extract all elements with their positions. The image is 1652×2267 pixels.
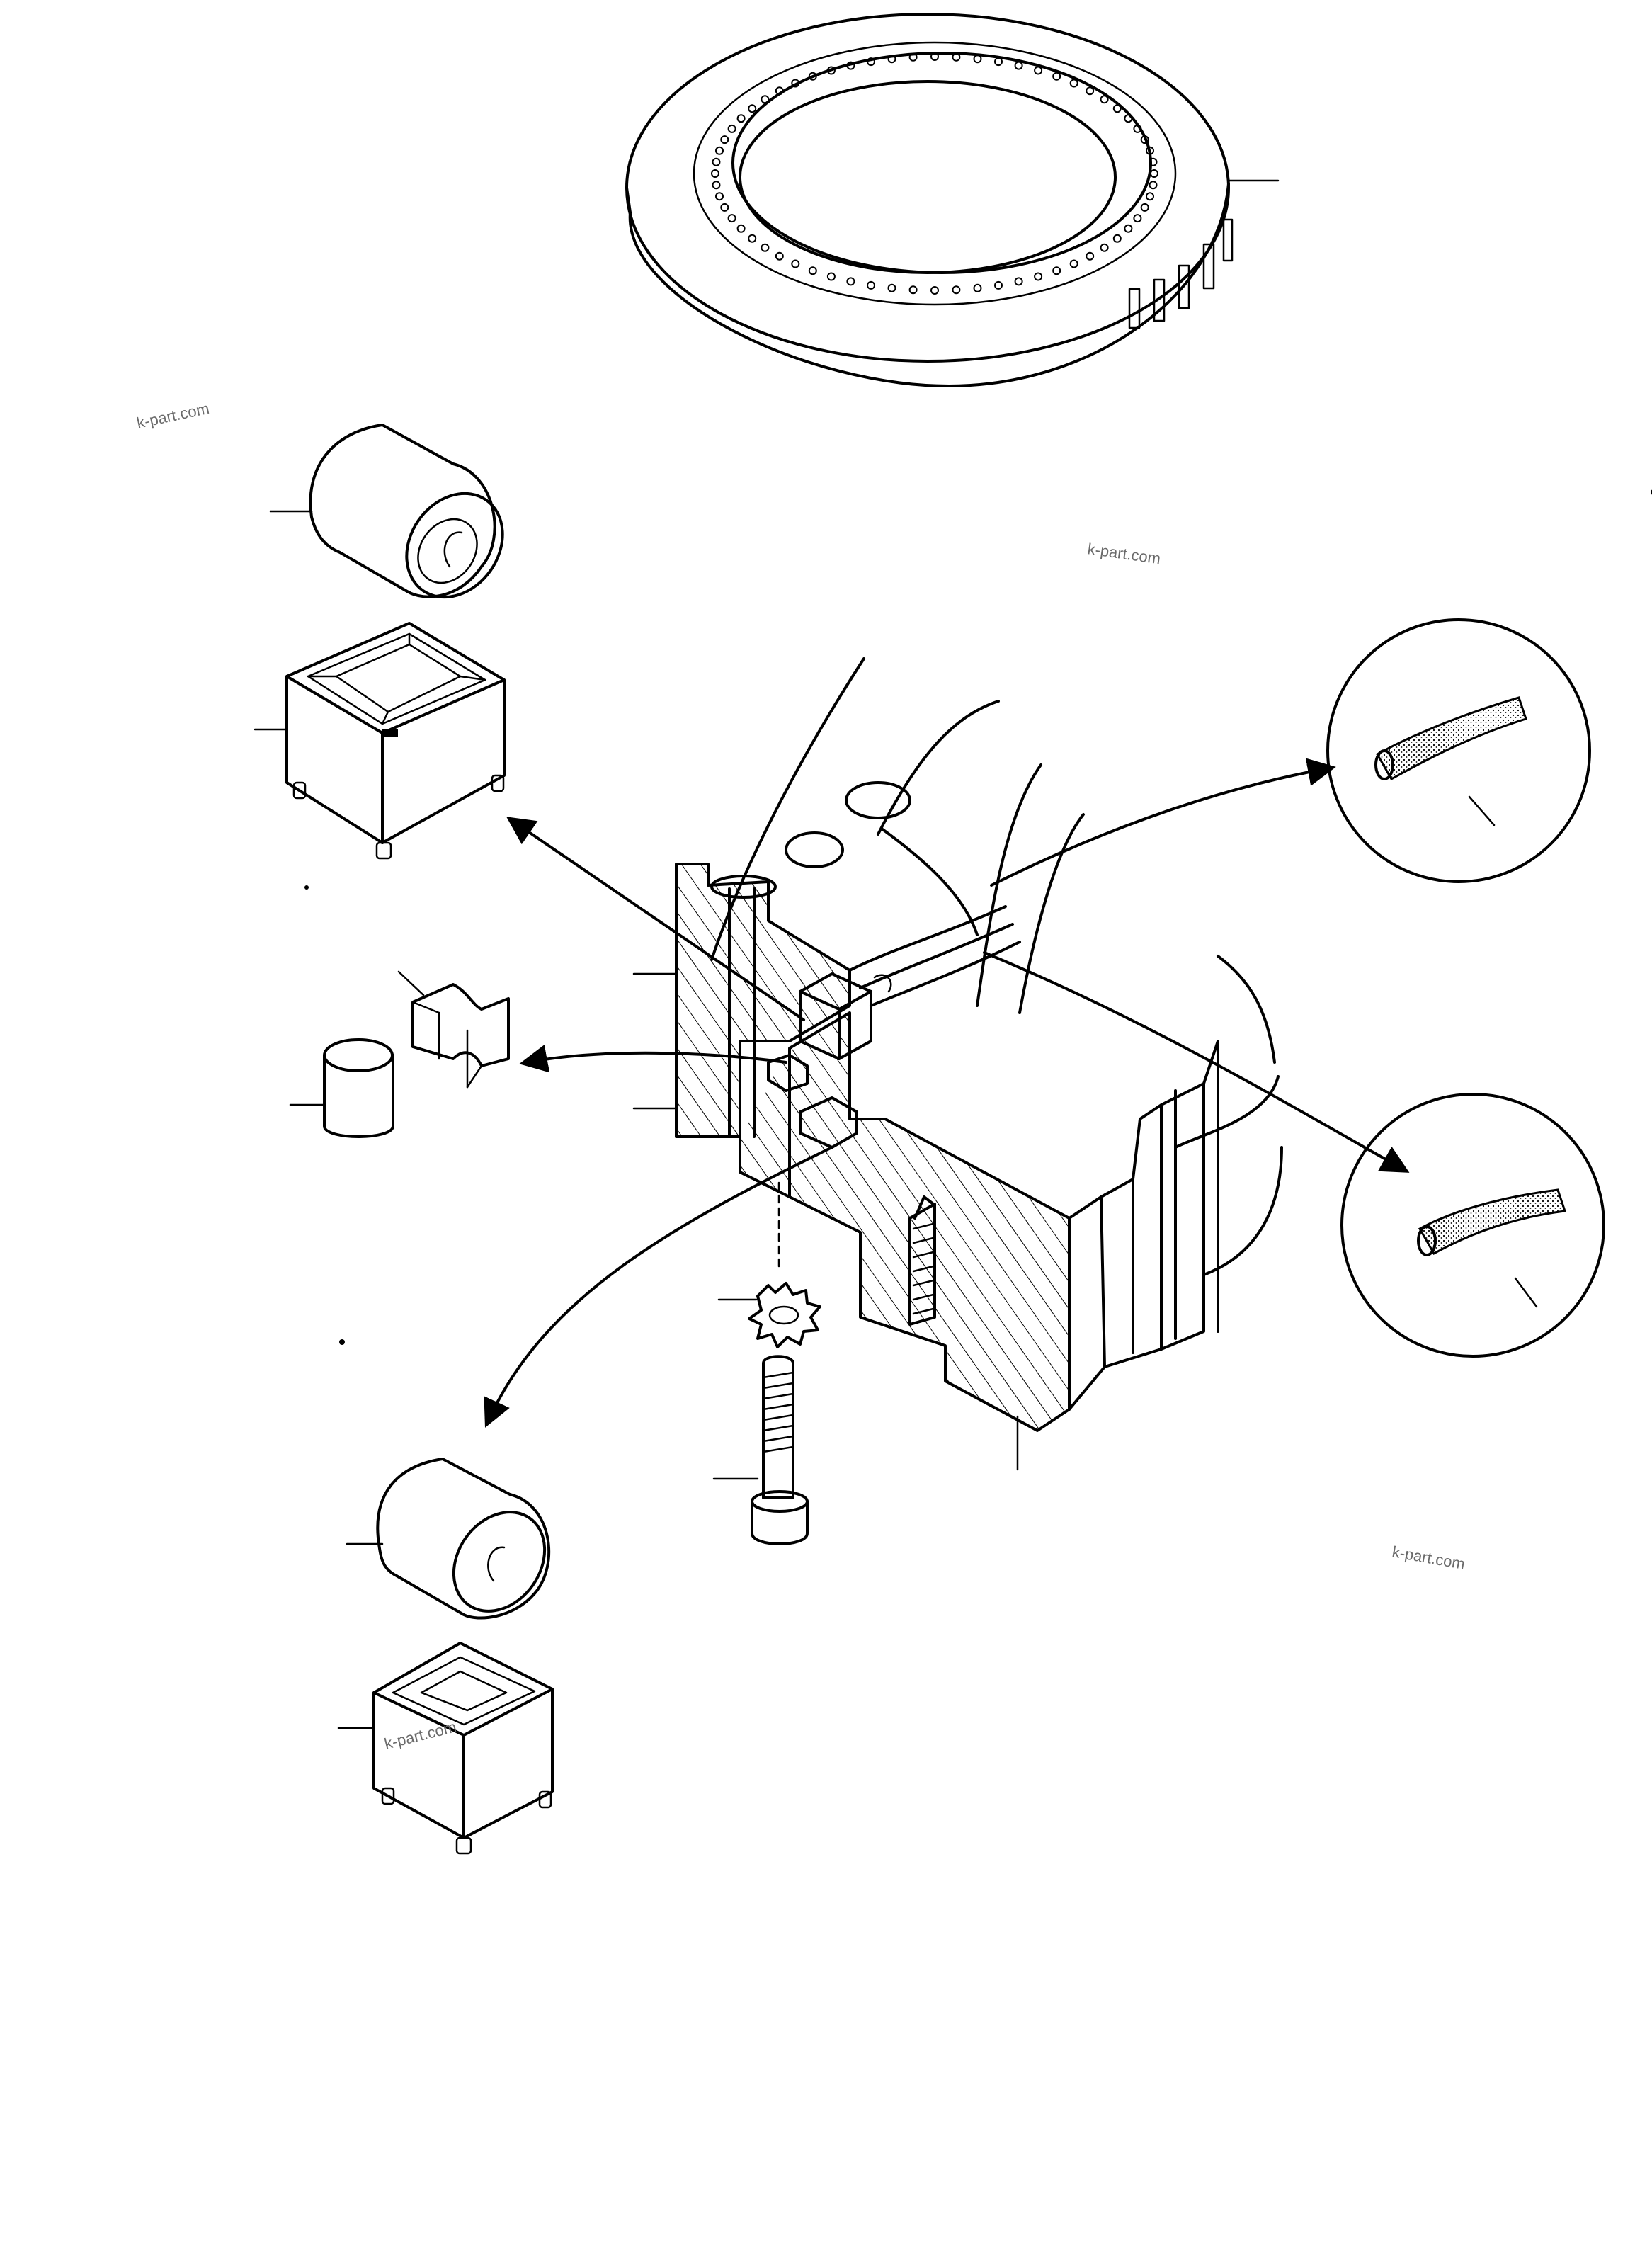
seal-bottom [1340, 1093, 1605, 1358]
watermark: k-part.com [1391, 1542, 1466, 1573]
leader-line [1468, 795, 1496, 826]
bolt-hole [994, 280, 1003, 290]
bolt-hole [715, 192, 724, 201]
watermark: k-part.com [382, 1717, 458, 1752]
arrow-to-seal-top [990, 758, 1336, 887]
cage-bottom [337, 1642, 554, 1855]
bolt-hole [711, 169, 719, 178]
arrow-to-spacer [519, 1045, 787, 1073]
bolt-hole [1086, 251, 1095, 261]
bolt-hole [1052, 72, 1061, 81]
bolt-hole [887, 55, 896, 64]
bolt-hole [727, 214, 736, 223]
bolt-hole [1146, 192, 1154, 201]
bolt-hole [808, 266, 817, 275]
arrow-to-roller-bottom [484, 1146, 833, 1428]
bolt-hole [846, 61, 855, 70]
bolt-hole [1014, 61, 1023, 70]
bolt-hole [1112, 104, 1122, 113]
bolt-hole [1034, 272, 1043, 281]
bolt-hole [1149, 157, 1158, 166]
bolt-hole [1140, 135, 1149, 144]
arrow-to-cage-top [506, 817, 805, 1021]
watermark: k-part.com [135, 399, 211, 432]
bolt-hole [887, 283, 896, 292]
bolt-hole [1133, 214, 1142, 223]
bolt-hole [1124, 114, 1133, 123]
roller-top [269, 424, 504, 599]
bolt-hole [748, 234, 757, 243]
bolt-hole [930, 52, 939, 61]
speck [304, 885, 309, 890]
bolt [712, 1355, 809, 1545]
bolt-hole [952, 52, 961, 62]
bolt-hole [1100, 243, 1109, 252]
watermark: k-part.com [1086, 540, 1161, 567]
bolt-hole [720, 203, 729, 212]
bolt-hole [930, 286, 939, 295]
bolt-hole [973, 283, 982, 292]
bolt-hole [908, 285, 918, 295]
bolt-hole [1140, 203, 1149, 212]
bolt-hole [715, 146, 724, 155]
bolt-hole [973, 55, 982, 64]
spacer-clip [397, 970, 510, 1089]
seal-top [1326, 618, 1591, 883]
bolt-hole [775, 251, 784, 261]
roller-bottom [346, 1458, 551, 1620]
bolt-hole [775, 86, 784, 96]
bolt-hole [1150, 169, 1158, 178]
bolt-hole [712, 157, 721, 166]
bolt-hole [712, 181, 721, 190]
bolt-hole [748, 104, 757, 113]
bolt-hole [1149, 181, 1158, 190]
leader-line [397, 970, 425, 996]
bolt-hole [1133, 124, 1142, 133]
bolt-hole [791, 259, 800, 268]
pin [289, 1038, 394, 1138]
lock-washer [717, 1282, 821, 1348]
bolt-hole [727, 124, 736, 133]
bolt-hole-circle [711, 52, 1158, 295]
bolt-hole [867, 57, 875, 67]
arrow-to-seal-bottom [983, 951, 1410, 1173]
bolt-hole [1146, 146, 1154, 155]
bolt-hole [867, 280, 875, 290]
bolt-hole [1014, 277, 1023, 286]
callout-arrows [484, 758, 1410, 1428]
bolt-hole [1086, 86, 1095, 96]
bolt-hole [1100, 95, 1109, 104]
slewing-ring [625, 13, 1280, 387]
bolt-hole [1124, 224, 1133, 233]
bolt-hole [761, 243, 770, 252]
ring-cross-section [632, 657, 1283, 1471]
bolt-hole [994, 57, 1003, 67]
bolt-hole [952, 285, 961, 295]
bolt-hole [1069, 79, 1078, 88]
bolt-hole [736, 224, 746, 233]
bolt-hole [1052, 266, 1061, 275]
bolt-hole [736, 114, 746, 123]
bolt-hole [761, 95, 770, 104]
bolt-hole [826, 66, 836, 75]
bolt-hole [908, 52, 918, 62]
cage-top [254, 622, 506, 860]
bolt-hole [826, 272, 836, 281]
speck [339, 1339, 345, 1345]
bolt-hole [1069, 259, 1078, 268]
gear-teeth [1128, 218, 1234, 329]
bolt-hole [1034, 66, 1043, 75]
bolt-hole [808, 72, 817, 81]
bolt-hole [1112, 234, 1122, 243]
leader-line [1514, 1277, 1538, 1308]
bolt-hole [720, 135, 729, 144]
bolt-hole [791, 79, 800, 88]
bolt-hole [846, 277, 855, 286]
